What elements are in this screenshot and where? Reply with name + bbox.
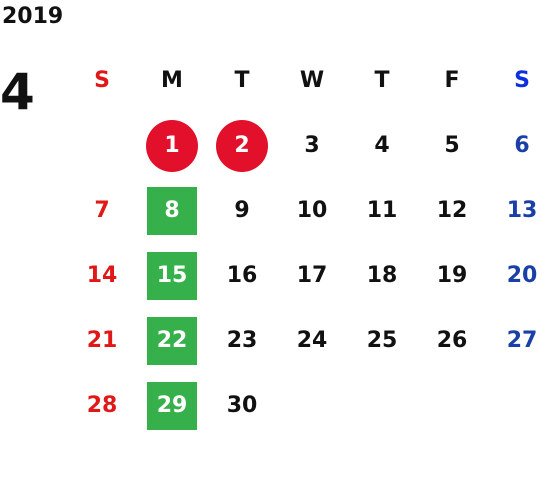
highlight-square-marker	[147, 381, 197, 430]
day-cell-11[interactable]: 11	[347, 178, 417, 243]
day-number: 15	[156, 263, 188, 288]
empty-day-cell	[347, 373, 417, 438]
day-cell-7[interactable]: 7	[67, 178, 137, 243]
day-cell-27[interactable]: 27	[487, 308, 548, 373]
day-number: 10	[296, 198, 328, 223]
day-number: 20	[506, 263, 538, 288]
weekday-header-sun: S	[94, 68, 110, 93]
day-cell-12[interactable]: 12	[417, 178, 487, 243]
empty-day-cell	[277, 373, 347, 438]
day-number: 30	[226, 393, 258, 418]
day-number: 23	[226, 328, 258, 353]
day-cell-13[interactable]: 13	[487, 178, 548, 243]
empty-day-cell	[487, 373, 548, 438]
day-cell-23[interactable]: 23	[207, 308, 277, 373]
day-number: 4	[374, 133, 390, 158]
day-cell-14[interactable]: 14	[67, 243, 137, 308]
day-number: 28	[86, 393, 118, 418]
calendar-year: 2019	[2, 4, 64, 29]
day-cell-21[interactable]: 21	[67, 308, 137, 373]
day-number: 3	[304, 133, 320, 158]
day-cell-24[interactable]: 24	[277, 308, 347, 373]
day-cell-5[interactable]: 5	[417, 113, 487, 178]
day-number: 14	[86, 263, 118, 288]
day-number: 7	[94, 198, 110, 223]
day-number: 19	[436, 263, 468, 288]
highlight-square-marker	[147, 186, 197, 235]
day-number: 6	[514, 133, 530, 158]
day-number: 11	[366, 198, 398, 223]
day-number: 1	[164, 133, 180, 158]
day-number: 9	[234, 198, 250, 223]
day-cell-29[interactable]: 29	[137, 373, 207, 438]
day-cell-26[interactable]: 26	[417, 308, 487, 373]
day-cell-6[interactable]: 6	[487, 113, 548, 178]
day-number: 5	[444, 133, 460, 158]
highlight-square-marker	[147, 251, 197, 300]
day-cell-16[interactable]: 16	[207, 243, 277, 308]
weekday-header-fri: F	[444, 68, 460, 93]
day-cell-22[interactable]: 22	[137, 308, 207, 373]
weekday-header-thu: T	[374, 68, 390, 93]
calendar-month: 4	[0, 63, 35, 121]
day-number: 21	[86, 328, 118, 353]
day-number: 16	[226, 263, 258, 288]
day-number: 22	[156, 328, 188, 353]
weekday-header-tue: T	[234, 68, 250, 93]
day-cell-1[interactable]: 1	[137, 113, 207, 178]
day-cell-4[interactable]: 4	[347, 113, 417, 178]
day-number: 17	[296, 263, 328, 288]
day-cell-3[interactable]: 3	[277, 113, 347, 178]
day-cell-25[interactable]: 25	[347, 308, 417, 373]
day-number: 26	[436, 328, 468, 353]
day-cell-30[interactable]: 30	[207, 373, 277, 438]
day-cell-18[interactable]: 18	[347, 243, 417, 308]
highlight-square-marker	[147, 316, 197, 365]
day-number: 24	[296, 328, 328, 353]
day-cell-10[interactable]: 10	[277, 178, 347, 243]
day-cell-2[interactable]: 2	[207, 113, 277, 178]
day-cell-28[interactable]: 28	[67, 373, 137, 438]
empty-day-cell	[417, 373, 487, 438]
weekday-header-wed: W	[299, 68, 325, 93]
day-number: 27	[506, 328, 538, 353]
day-cell-17[interactable]: 17	[277, 243, 347, 308]
empty-day-cell	[67, 113, 137, 178]
holiday-circle-marker	[216, 119, 268, 172]
day-number: 8	[164, 198, 180, 223]
day-number: 18	[366, 263, 398, 288]
day-number: 29	[156, 393, 188, 418]
weekday-header-mon: M	[161, 68, 183, 93]
day-cell-9[interactable]: 9	[207, 178, 277, 243]
day-number: 12	[436, 198, 468, 223]
day-number: 2	[234, 133, 250, 158]
day-cell-19[interactable]: 19	[417, 243, 487, 308]
weekday-header-sat: S	[514, 68, 530, 93]
holiday-circle-marker	[146, 119, 198, 172]
day-cell-20[interactable]: 20	[487, 243, 548, 308]
day-number: 25	[366, 328, 398, 353]
day-cell-8[interactable]: 8	[137, 178, 207, 243]
day-number: 13	[506, 198, 538, 223]
day-cell-15[interactable]: 15	[137, 243, 207, 308]
